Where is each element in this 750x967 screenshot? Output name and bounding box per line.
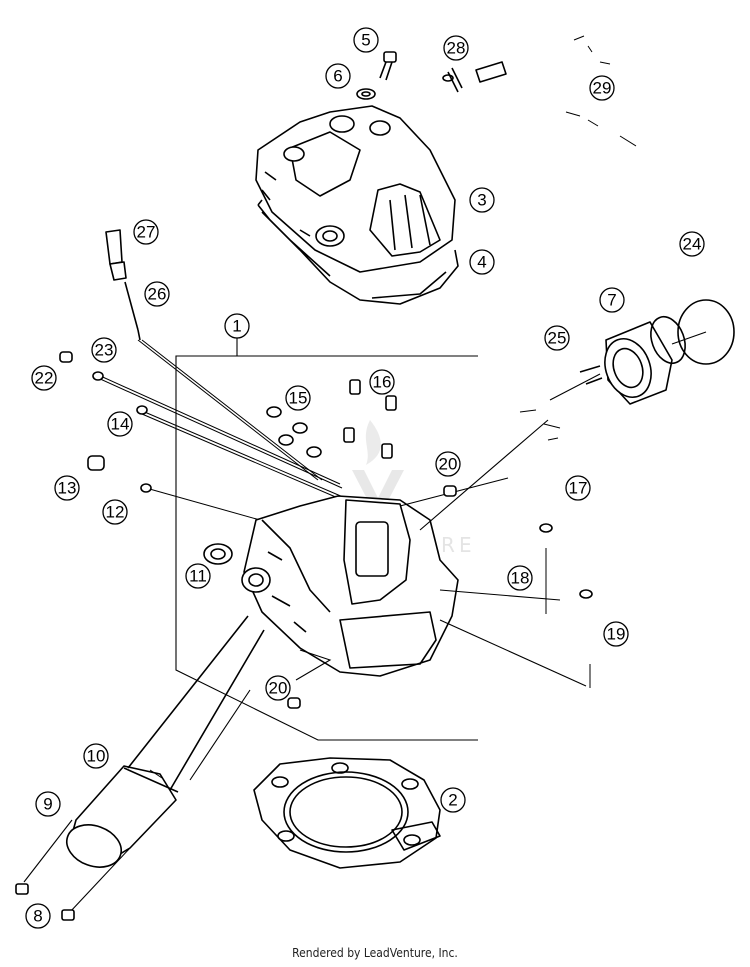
- svg-text:12: 12: [106, 503, 125, 522]
- svg-text:18: 18: [511, 569, 530, 588]
- svg-text:27: 27: [137, 223, 156, 242]
- svg-text:20: 20: [439, 455, 458, 474]
- footer-credit: Rendered by LeadVenture, Inc.: [292, 946, 458, 960]
- dowel-pins: [287, 485, 457, 709]
- valve-cover: [255, 105, 456, 273]
- svg-text:13: 13: [58, 479, 77, 498]
- svg-text:8: 8: [33, 907, 42, 926]
- intake-boot: [519, 299, 735, 441]
- callout-7: 7: [599, 287, 625, 313]
- exhaust-pipe: [15, 615, 265, 921]
- svg-text:19: 19: [607, 625, 626, 644]
- callout-16: 16: [369, 369, 395, 395]
- callout-9: 9: [35, 791, 61, 817]
- svg-text:11: 11: [189, 567, 207, 586]
- callout-29: 29: [589, 75, 615, 101]
- cover-gasket: [257, 199, 459, 305]
- cover-screw: [356, 51, 397, 100]
- callout-23: 23: [91, 337, 117, 363]
- callout-22: 22: [31, 365, 57, 391]
- callout-11: 11: [185, 563, 211, 589]
- svg-text:1: 1: [232, 317, 241, 336]
- valve-retainers: [266, 379, 397, 459]
- svg-text:10: 10: [87, 747, 106, 766]
- svg-text:9: 9: [43, 795, 52, 814]
- svg-text:3: 3: [477, 191, 486, 210]
- svg-text:17: 17: [569, 479, 588, 498]
- callout-1: 1: [224, 313, 250, 339]
- hose-clip: [565, 35, 637, 147]
- svg-text:22: 22: [35, 369, 54, 388]
- callout-24: 24: [679, 231, 705, 257]
- svg-text:23: 23: [95, 341, 114, 360]
- svg-text:26: 26: [148, 285, 167, 304]
- spark-plug: [105, 229, 141, 341]
- svg-text:25: 25: [548, 329, 567, 348]
- callout-20-bottom: 20: [265, 675, 291, 701]
- callout-26: 26: [144, 281, 170, 307]
- callout-25: 25: [544, 325, 570, 351]
- svg-text:15: 15: [289, 389, 308, 408]
- callout-10: 10: [83, 743, 109, 769]
- callout-14: 14: [107, 411, 133, 437]
- svg-text:6: 6: [333, 67, 342, 86]
- callout-6: 6: [325, 63, 351, 89]
- svg-text:7: 7: [607, 291, 616, 310]
- callout-15: 15: [285, 385, 311, 411]
- cylinder-head: [241, 419, 549, 677]
- valve-parts: [439, 523, 593, 688]
- svg-text:14: 14: [111, 415, 130, 434]
- valve-seal: [203, 543, 233, 565]
- svg-text:4: 4: [477, 253, 486, 272]
- breather-hose: [442, 61, 507, 93]
- svg-text:24: 24: [683, 235, 702, 254]
- callout-17: 17: [565, 475, 591, 501]
- assembly-bracket: [175, 338, 478, 741]
- callout-5: 5: [353, 27, 379, 53]
- callout-20-top: 20: [435, 451, 461, 477]
- svg-text:20: 20: [269, 679, 288, 698]
- head-gasket: [253, 757, 441, 869]
- callout-28: 28: [443, 35, 469, 61]
- head-studs: [92, 339, 353, 521]
- svg-text:5: 5: [361, 31, 370, 50]
- callout-3: 3: [469, 187, 495, 213]
- callout-12: 12: [102, 499, 128, 525]
- callout-8: 8: [25, 903, 51, 929]
- oil-plugs: [59, 351, 105, 471]
- svg-text:2: 2: [448, 791, 457, 810]
- callout-19: 19: [603, 621, 629, 647]
- svg-text:28: 28: [447, 39, 466, 58]
- svg-text:29: 29: [593, 79, 612, 98]
- callout-4: 4: [469, 249, 495, 275]
- callout-18: 18: [507, 565, 533, 591]
- callout-13: 13: [54, 475, 80, 501]
- callout-27: 27: [133, 219, 159, 245]
- callout-2: 2: [440, 787, 466, 813]
- svg-text:16: 16: [373, 373, 392, 392]
